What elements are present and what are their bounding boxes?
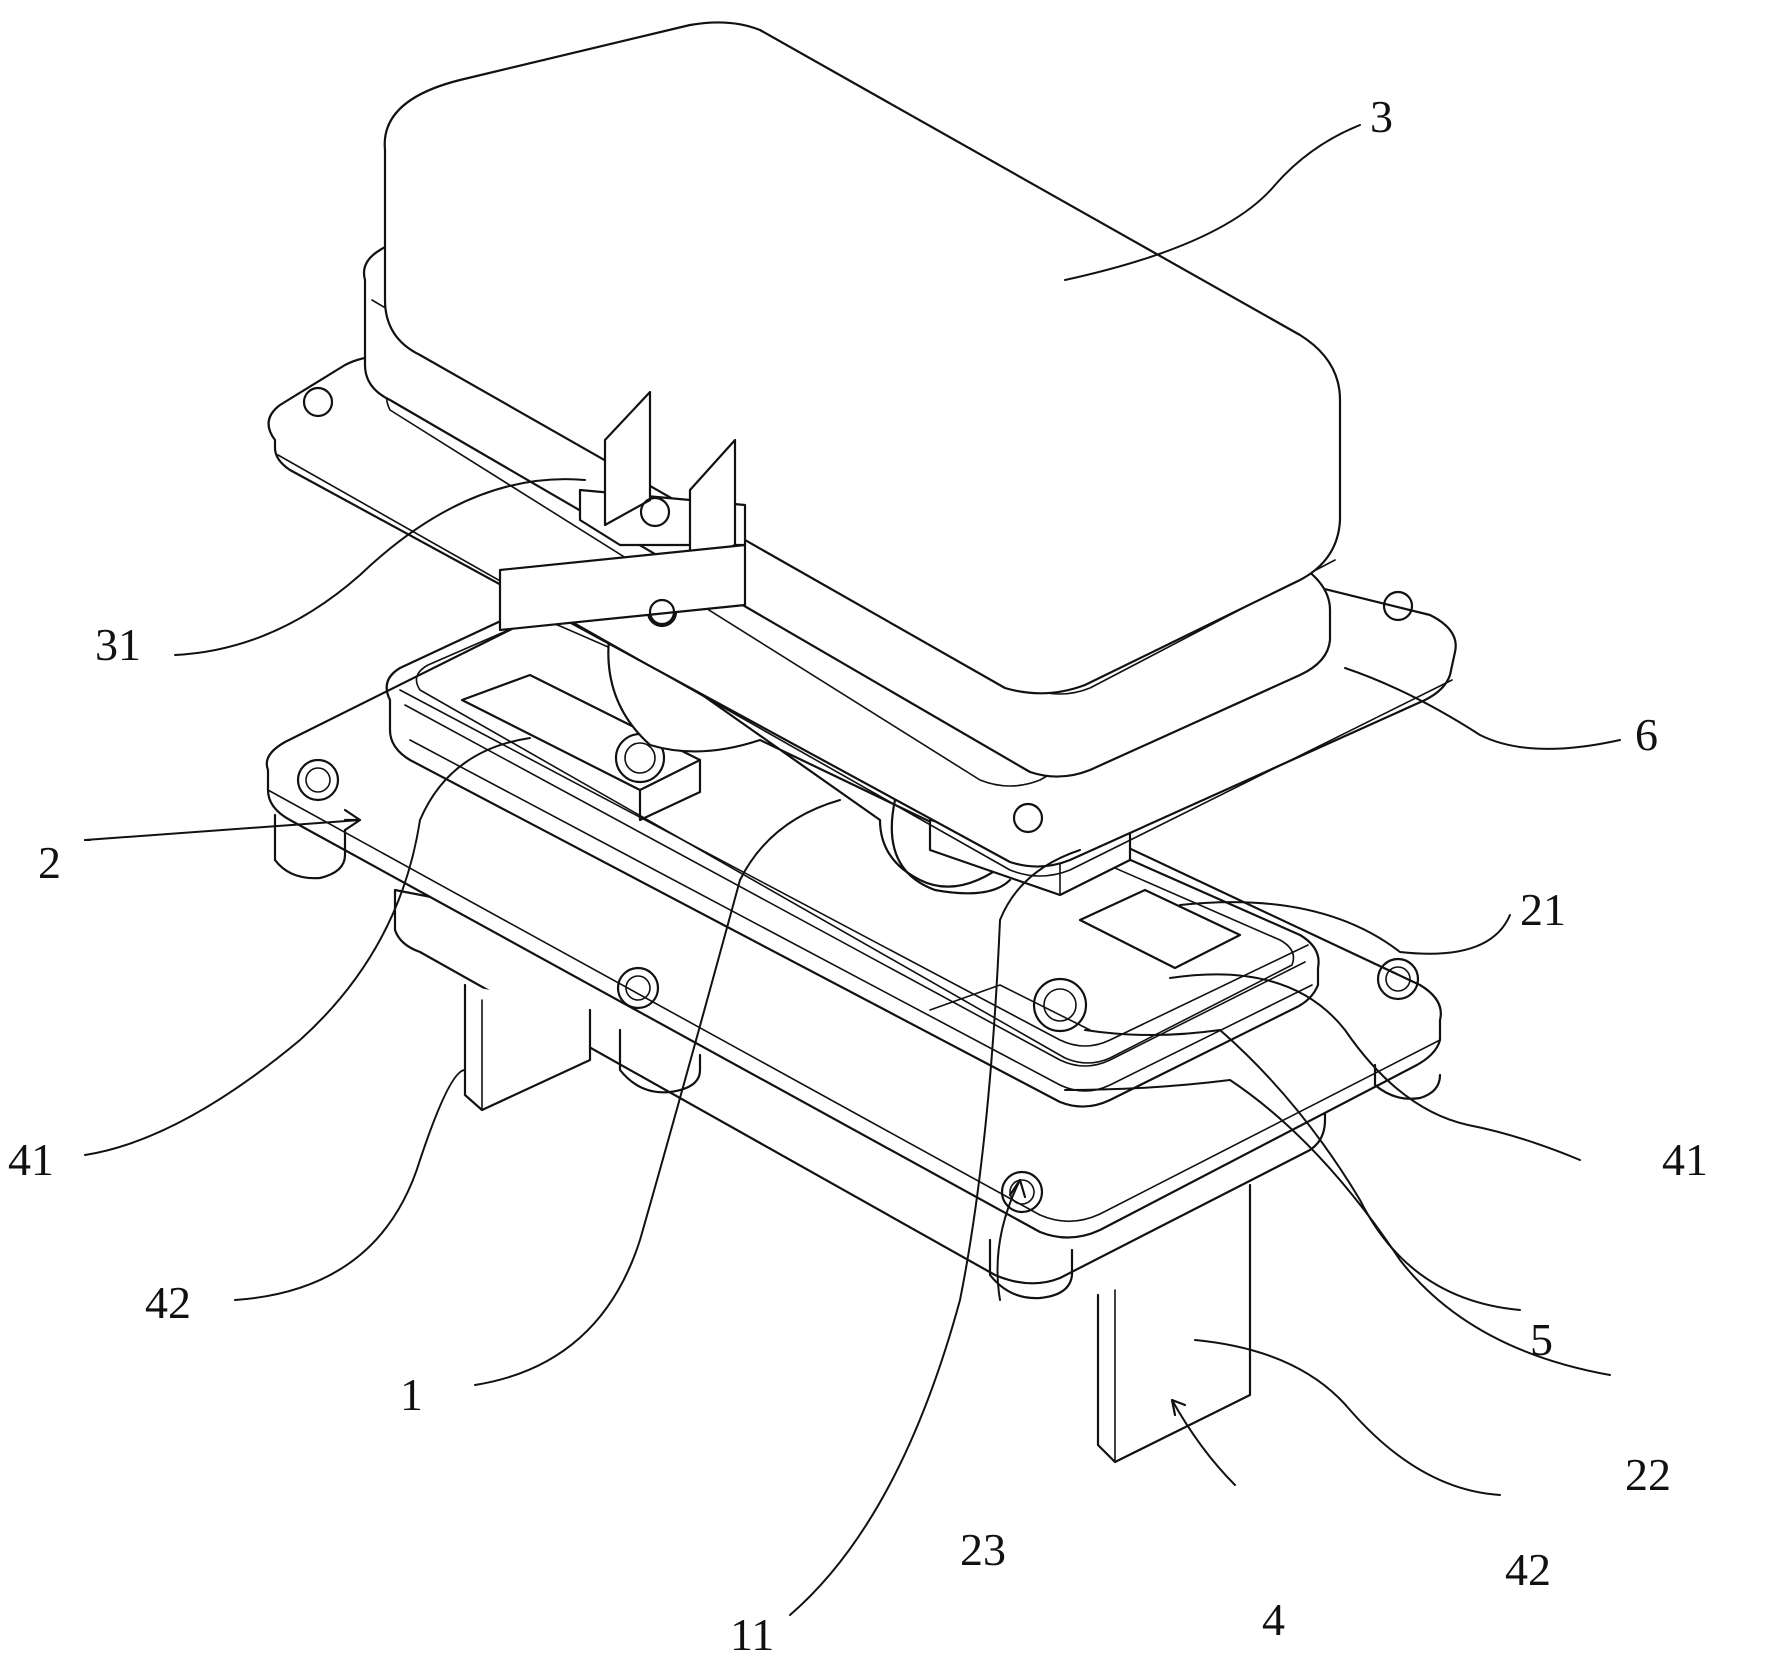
terminals bbox=[460, 673, 1252, 1464]
callout-5: 5 bbox=[1530, 1314, 1553, 1365]
arrows bbox=[343, 808, 1187, 1417]
callout-11: 11 bbox=[730, 1609, 774, 1660]
callout-31: 31 bbox=[95, 619, 141, 670]
callout-labels: 3 31 6 2 21 41 41 42 5 1 22 23 42 4 11 bbox=[8, 91, 1708, 1660]
callout-23: 23 bbox=[960, 1524, 1006, 1575]
callout-4: 4 bbox=[1262, 1594, 1285, 1645]
callout-42-left: 42 bbox=[145, 1277, 191, 1328]
cover bbox=[362, 21, 1342, 778]
callout-41-right: 41 bbox=[1662, 1134, 1708, 1185]
callout-2: 2 bbox=[38, 837, 61, 888]
callout-21: 21 bbox=[1520, 884, 1566, 935]
callout-22: 22 bbox=[1625, 1449, 1671, 1500]
callout-3: 3 bbox=[1370, 91, 1393, 142]
callout-1: 1 bbox=[400, 1369, 423, 1420]
callout-41-left: 41 bbox=[8, 1134, 54, 1185]
base-housing bbox=[265, 598, 1442, 1300]
callout-42-right: 42 bbox=[1505, 1544, 1551, 1595]
callout-6: 6 bbox=[1635, 709, 1658, 760]
leader-lines bbox=[84, 124, 1621, 1616]
